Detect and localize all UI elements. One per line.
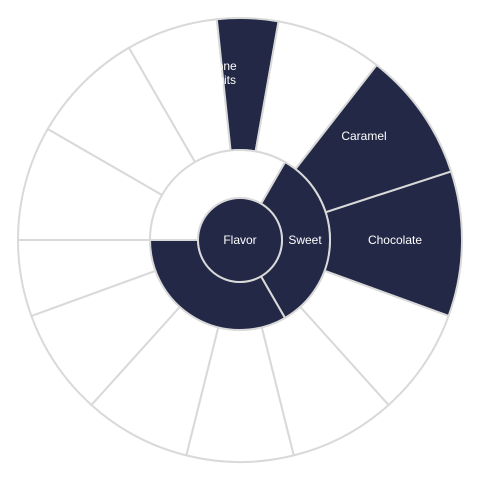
middle-label-sweet: Sweet	[288, 233, 322, 247]
center-label: Flavor	[223, 233, 256, 247]
center-disc[interactable]	[197, 197, 283, 283]
middle-label-fruity: Fruity	[192, 179, 222, 193]
middle-ring: Sweet Fruity	[148, 149, 331, 331]
outer-label-caramel: Caramel	[341, 129, 386, 143]
outer-label-chocolate: Chocolate	[368, 233, 422, 247]
center-group: Flavor	[197, 197, 283, 283]
